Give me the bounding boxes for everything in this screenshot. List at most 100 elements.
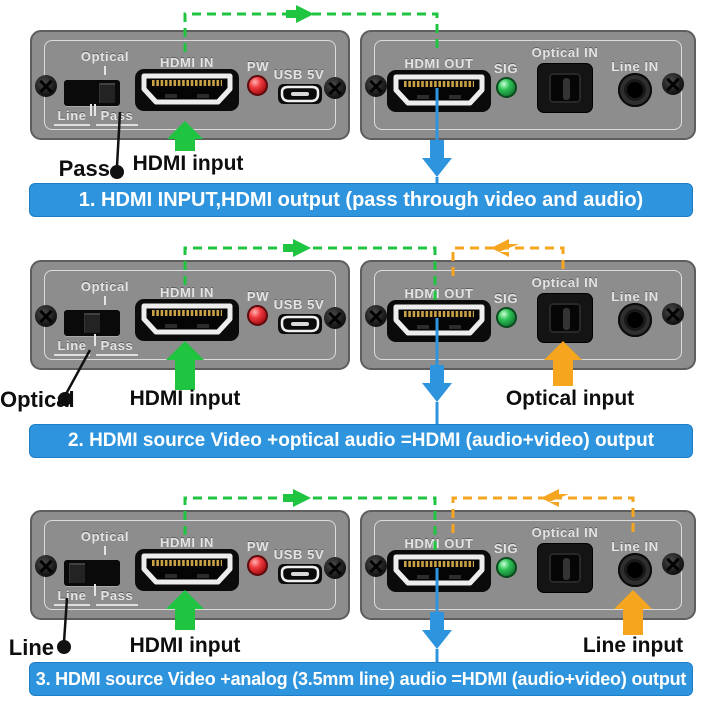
optical-in-label: Optical IN	[531, 525, 599, 540]
screw-icon	[324, 77, 346, 99]
switch-tick-mark	[104, 546, 106, 555]
hdmi-output-arrow-icon	[422, 140, 452, 177]
audio-source-switch	[64, 80, 120, 106]
switch-label-optical: Optical	[80, 49, 130, 64]
screw-icon	[365, 555, 387, 577]
screw-icon	[324, 307, 346, 329]
line-input-arrow-label: Line input	[582, 634, 684, 657]
signal-led	[496, 557, 517, 578]
usb-power-port	[278, 564, 322, 584]
screw-icon	[35, 75, 57, 97]
switch-knob	[69, 563, 85, 583]
signal-led-label: SIG	[493, 541, 519, 556]
audio-source-switch	[64, 560, 120, 586]
switch-label-optical: Optical	[80, 279, 130, 294]
screw-icon	[662, 553, 684, 575]
optical-in-label: Optical IN	[531, 275, 599, 290]
left-arrow-icon	[541, 489, 569, 507]
switch-tick-mark	[94, 104, 96, 116]
mode-3-caption: 3. HDMI source Video +analog (3.5mm line…	[29, 662, 693, 696]
right-arrow-icon	[283, 489, 311, 507]
switch-label-line: Line	[54, 588, 90, 606]
switch-position-callout: Pass	[58, 156, 110, 181]
audio-source-switch	[64, 310, 120, 336]
hdmi-in-label: HDMI IN	[159, 535, 215, 550]
hdmi-out-label: HDMI OUT	[404, 286, 474, 301]
screw-icon	[365, 75, 387, 97]
line-in-jack	[618, 73, 652, 107]
hdmi-input-arrow-label: HDMI input	[129, 634, 241, 657]
device-back-panel: HDMI OUT SIG Optical IN Line IN	[360, 260, 696, 370]
optical-input-arrow-label: Optical input	[505, 387, 635, 410]
hdmi-port	[135, 549, 239, 591]
switch-knob	[84, 313, 100, 333]
hdmi-out-label: HDMI OUT	[404, 536, 474, 551]
switch-label-optical: Optical	[80, 529, 130, 544]
signal-led-label: SIG	[493, 291, 519, 306]
switch-label-line: Line	[54, 108, 90, 126]
line-in-label: Line IN	[611, 59, 659, 74]
screw-icon	[662, 303, 684, 325]
power-led	[247, 75, 268, 96]
line-in-label: Line IN	[611, 539, 659, 554]
usb-power-port	[278, 314, 322, 334]
power-led	[247, 305, 268, 326]
mode-1-caption: 1. HDMI INPUT,HDMI output (pass through …	[29, 183, 693, 217]
device-front-panel: Optical Line Pass HDMI IN PW USB 5V	[30, 30, 350, 140]
device-back-panel: HDMI OUT SIG Optical IN Line IN	[360, 510, 696, 620]
usb-label: USB 5V	[273, 547, 325, 562]
power-led-label: PW	[246, 59, 270, 74]
switch-label-pass: Pass	[96, 338, 138, 356]
signal-led-label: SIG	[493, 61, 519, 76]
switch-label-pass: Pass	[96, 108, 138, 126]
usb-label: USB 5V	[273, 297, 325, 312]
switch-label-pass: Pass	[96, 588, 138, 606]
hdmi-port	[135, 69, 239, 111]
power-led	[247, 555, 268, 576]
signal-led	[496, 307, 517, 328]
optical-in-label: Optical IN	[531, 45, 599, 60]
device-front-panel: Optical Line Pass HDMI IN PW USB 5V	[30, 260, 350, 370]
line-in-label: Line IN	[611, 289, 659, 304]
screw-icon	[35, 555, 57, 577]
switch-tick-mark	[104, 66, 106, 75]
mode-3-section: Optical Line Pass HDMI IN PW USB 5V	[0, 478, 720, 720]
usb-power-port	[278, 84, 322, 104]
toslink-optical-port	[537, 543, 593, 593]
switch-tick-mark	[104, 296, 106, 305]
hdmi-input-arrow-label: HDMI input	[132, 152, 244, 175]
hdmi-port	[387, 550, 491, 592]
device-front-panel: Optical Line Pass HDMI IN PW USB 5V	[30, 510, 350, 620]
hdmi-port	[387, 300, 491, 342]
switch-tick-mark	[90, 104, 92, 116]
switch-tick-mark	[94, 584, 96, 596]
hdmi-in-label: HDMI IN	[159, 55, 215, 70]
switch-position-callout: Line	[8, 635, 54, 660]
signal-led	[496, 77, 517, 98]
hdmi-out-label: HDMI OUT	[404, 56, 474, 71]
screw-icon	[365, 305, 387, 327]
mode-2-section: Optical Line Pass HDMI IN PW USB 5V	[0, 228, 720, 478]
hdmi-in-label: HDMI IN	[159, 285, 215, 300]
screw-icon	[35, 305, 57, 327]
left-arrow-icon	[491, 239, 519, 257]
switch-position-callout: Optical	[0, 387, 75, 412]
hdmi-port	[387, 70, 491, 112]
callout-dot	[57, 640, 71, 654]
switch-tick-mark	[94, 334, 96, 346]
right-arrow-icon	[286, 5, 314, 23]
switch-label-line: Line	[54, 338, 90, 356]
hdmi-port	[135, 299, 239, 341]
toslink-optical-port	[537, 63, 593, 113]
hdmi-output-arrow-icon	[422, 365, 452, 402]
line-in-jack	[618, 303, 652, 337]
line-in-jack	[618, 553, 652, 587]
hdmi-input-arrow-label: HDMI input	[129, 387, 241, 410]
screw-icon	[662, 73, 684, 95]
usb-label: USB 5V	[273, 67, 325, 82]
mode-1-section: Optical Line Pass HDMI IN PW USB 5V	[0, 0, 720, 228]
switch-knob	[99, 83, 115, 103]
right-arrow-icon	[283, 239, 311, 257]
device-back-panel: HDMI OUT SIG Optical IN Line IN	[360, 30, 696, 140]
